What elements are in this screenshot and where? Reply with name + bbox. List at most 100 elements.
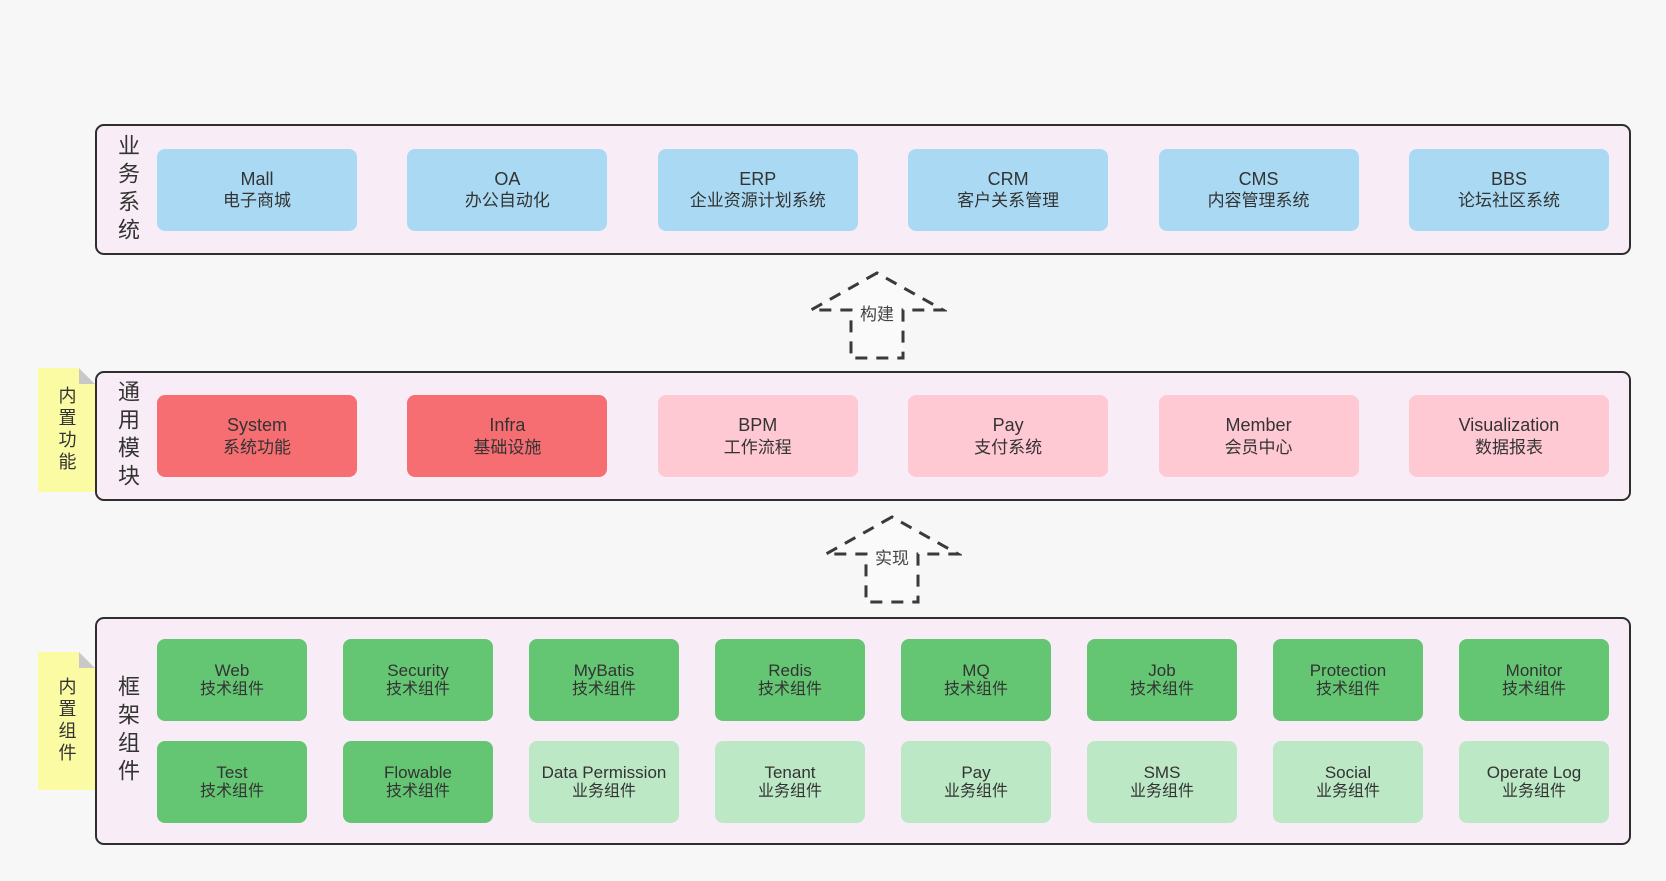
node-title: Pay <box>961 763 991 783</box>
node-mybatis: MyBatis 技术组件 <box>529 639 679 721</box>
node-subtitle: 企业资源计划系统 <box>689 191 826 211</box>
node-title: Web <box>214 661 250 681</box>
node-security: Security 技术组件 <box>343 639 493 721</box>
node-subtitle: 技术组件 <box>1315 680 1380 698</box>
node-title: BPM <box>738 415 778 436</box>
node-title: Security <box>387 661 449 681</box>
node-subtitle: 系统功能 <box>223 437 291 457</box>
node-title: SMS <box>1143 763 1181 783</box>
node-subtitle: 业务组件 <box>571 782 636 800</box>
node-title: Flowable <box>383 763 453 783</box>
node-subtitle: 技术组件 <box>385 782 450 800</box>
node-subtitle: 技术组件 <box>199 782 264 800</box>
node-subtitle: 技术组件 <box>385 680 450 698</box>
node-redis: Redis 技术组件 <box>715 639 865 721</box>
node-member: Member 会员中心 <box>1158 395 1359 477</box>
node-title: Mall <box>240 168 274 189</box>
node-subtitle: 数据报表 <box>1474 437 1543 457</box>
node-title: Tenant <box>764 763 816 783</box>
node-subtitle: 技术组件 <box>943 680 1008 698</box>
node-web: Web 技术组件 <box>157 639 307 721</box>
node-cms: CMS 内容管理系统 <box>1158 148 1359 231</box>
arrow-label-implement: 实现 <box>872 542 912 571</box>
node-title: MyBatis <box>573 661 635 681</box>
node-title: Visualization <box>1458 415 1560 436</box>
framework-row-2: Test 技术组件 Flowable 技术组件 Data Permission … <box>157 741 1609 823</box>
node-subtitle: 业务组件 <box>1315 782 1380 800</box>
node-title: OA <box>494 168 521 189</box>
tab-label-builtin-features: 内置功能 <box>56 386 77 474</box>
node-subtitle: 办公自动化 <box>464 191 550 211</box>
implement-arrow: 实现 <box>822 514 962 606</box>
node-subtitle: 业务组件 <box>1501 782 1566 800</box>
node-title: Infra <box>489 415 526 436</box>
node-operate-log: Operate Log 业务组件 <box>1459 741 1609 823</box>
node-data-permission: Data Permission 业务组件 <box>529 741 679 823</box>
business-boxes-row: Mall 电子商城 OA 办公自动化 ERP 企业资源计划系统 CRM 客户关系… <box>157 126 1629 253</box>
framework-boxes-grid: Web 技术组件 Security 技术组件 MyBatis 技术组件 Redi… <box>157 619 1629 843</box>
node-subtitle: 技术组件 <box>571 680 636 698</box>
node-subtitle: 支付系统 <box>974 437 1043 457</box>
node-tenant: Tenant 业务组件 <box>715 741 865 823</box>
node-pay-system: Pay 支付系统 <box>908 395 1109 477</box>
node-mall: Mall 电子商城 <box>157 148 357 231</box>
node-title: Member <box>1225 415 1292 436</box>
panel-label-framework-components: 框架组件 <box>115 675 140 787</box>
node-test: Test 技术组件 <box>157 741 307 823</box>
node-title: Protection <box>1309 661 1387 681</box>
panel-label-common-modules: 通用模块 <box>115 380 140 492</box>
node-title: MQ <box>962 661 990 681</box>
panel-label-business-systems: 业务系统 <box>115 133 140 246</box>
node-subtitle: 内容管理系统 <box>1207 191 1310 211</box>
node-title: BBS <box>1490 168 1527 189</box>
node-visualization: Visualization 数据报表 <box>1408 395 1609 477</box>
node-protection: Protection 技术组件 <box>1273 639 1423 721</box>
arrow-label-build: 构建 <box>857 298 897 327</box>
node-subtitle: 技术组件 <box>199 680 264 698</box>
node-title: Redis <box>768 661 812 681</box>
node-infra: Infra 基础设施 <box>407 395 608 477</box>
business-systems-panel: 业务系统 Mall 电子商城 OA 办公自动化 ERP 企业资源计划系统 CRM… <box>95 124 1631 255</box>
node-subtitle: 技术组件 <box>757 680 822 698</box>
node-title: Test <box>216 763 248 783</box>
node-subtitle: 技术组件 <box>1129 680 1194 698</box>
node-social: Social 业务组件 <box>1273 741 1423 823</box>
node-erp: ERP 企业资源计划系统 <box>657 148 858 231</box>
node-crm: CRM 客户关系管理 <box>908 148 1109 231</box>
node-subtitle: 技术组件 <box>1501 680 1566 698</box>
node-subtitle: 业务组件 <box>1129 782 1194 800</box>
node-subtitle: 业务组件 <box>943 782 1008 800</box>
framework-components-panel: 框架组件 Web 技术组件 Security 技术组件 MyBatis 技术组件… <box>95 617 1631 845</box>
node-title: CRM <box>987 168 1029 189</box>
node-subtitle: 电子商城 <box>223 191 291 211</box>
node-job: Job 技术组件 <box>1087 639 1237 721</box>
node-title: Data Permission <box>541 763 667 783</box>
node-title: Pay <box>992 415 1024 436</box>
node-sms: SMS 业务组件 <box>1087 741 1237 823</box>
node-subtitle: 论坛社区系统 <box>1457 191 1560 211</box>
node-title: Monitor <box>1505 661 1563 681</box>
node-title: Job <box>1148 661 1176 681</box>
build-arrow: 构建 <box>807 270 947 362</box>
node-bpm: BPM 工作流程 <box>657 395 858 477</box>
builtin-components-tab: 内置组件 <box>38 652 95 790</box>
common-modules-panel: 通用模块 System 系统功能 Infra 基础设施 BPM 工作流程 Pay… <box>95 371 1631 501</box>
node-flowable: Flowable 技术组件 <box>343 741 493 823</box>
node-title: Operate Log <box>1486 763 1582 783</box>
node-title: CMS <box>1238 168 1279 189</box>
framework-row-1: Web 技术组件 Security 技术组件 MyBatis 技术组件 Redi… <box>157 639 1609 721</box>
node-subtitle: 客户关系管理 <box>957 191 1060 211</box>
node-subtitle: 基础设施 <box>473 437 542 457</box>
node-title: System <box>226 415 287 436</box>
node-subtitle: 工作流程 <box>723 437 792 457</box>
node-monitor: Monitor 技术组件 <box>1459 639 1609 721</box>
node-mq: MQ 技术组件 <box>901 639 1051 721</box>
folded-corner-icon <box>79 368 95 384</box>
node-pay-component: Pay 业务组件 <box>901 741 1051 823</box>
node-subtitle: 业务组件 <box>757 782 822 800</box>
tab-label-builtin-components: 内置组件 <box>56 677 77 765</box>
modules-boxes-row: System 系统功能 Infra 基础设施 BPM 工作流程 Pay 支付系统… <box>157 373 1629 499</box>
node-subtitle: 会员中心 <box>1224 437 1293 457</box>
node-system: System 系统功能 <box>157 395 357 477</box>
